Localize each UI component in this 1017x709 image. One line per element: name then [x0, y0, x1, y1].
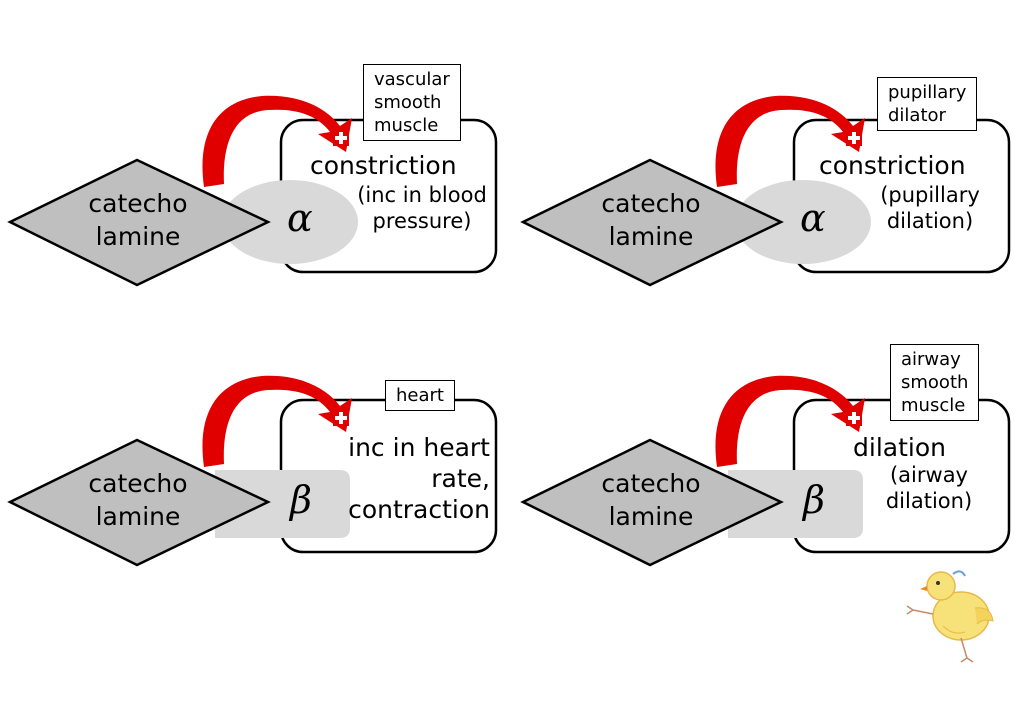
effect-label: constriction: [310, 151, 457, 180]
chick-icon: [906, 570, 994, 663]
stimulation-arrow: [715, 375, 865, 467]
plus-sign-icon: [333, 410, 349, 426]
catecholamine-diamond: [520, 438, 784, 567]
receptor-label: β: [290, 478, 312, 522]
catecholamine-diamond: [7, 158, 271, 287]
catecholamine-diamond: [7, 438, 271, 567]
catecholamine-diamond: [520, 158, 784, 287]
stimulation-arrow: [202, 95, 352, 187]
receptor-label: α: [800, 196, 826, 240]
panel-shapes: [7, 95, 498, 287]
tissue-label-box: heart: [385, 380, 455, 411]
beta-receptor-shape: [215, 470, 350, 538]
panel-shapes: [520, 95, 1011, 287]
beta-receptor-shape: [728, 470, 863, 538]
plus-sign-icon: [846, 130, 862, 146]
panel-shapes: [7, 375, 498, 567]
plus-sign-icon: [846, 410, 862, 426]
effect-label: dilation: [853, 433, 946, 462]
alpha-receptor-shape: [735, 180, 871, 264]
plus-sign-icon: [333, 130, 349, 146]
effect-label: constriction: [819, 151, 966, 180]
panel-shapes: [520, 375, 1011, 567]
stimulation-arrow: [715, 95, 865, 187]
receptor-label: β: [803, 478, 825, 522]
receptor-label: α: [287, 196, 313, 240]
stimulation-arrow: [202, 375, 352, 467]
alpha-receptor-shape: [222, 180, 358, 264]
